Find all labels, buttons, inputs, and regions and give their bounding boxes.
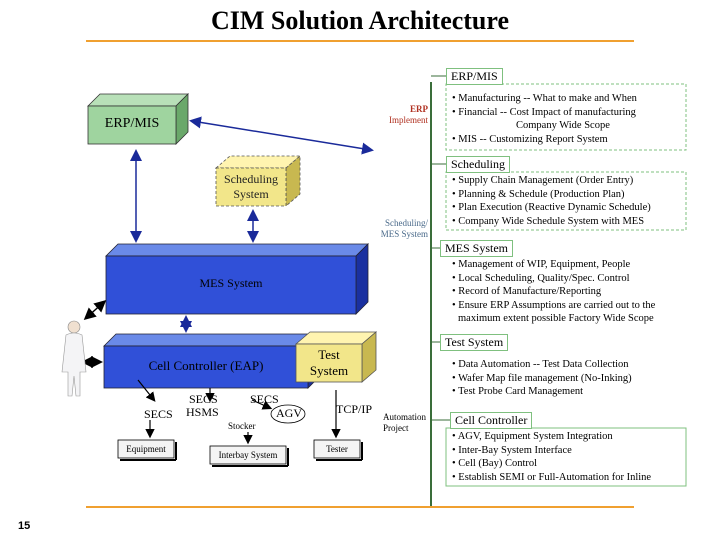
mes-system-label: MES System <box>199 276 263 290</box>
tcp-ip-label: TCP/IP <box>336 402 373 416</box>
page-title: CIM Solution Architecture <box>210 6 510 35</box>
scheduling-mes-label: Scheduling/ MES System <box>380 218 428 239</box>
cell-controller-label: Cell Controller (EAP) <box>148 358 264 373</box>
interbay-box <box>209 445 287 465</box>
title-underline <box>86 40 634 42</box>
section-header-erp: ERP/MIS <box>446 68 503 85</box>
operator-person-icon <box>61 320 87 397</box>
erp-implement-label: ERP Implement <box>389 104 428 125</box>
test-system-label: Test System <box>309 347 349 378</box>
secs-left-label: SECS <box>144 407 173 421</box>
section-bullets-test: • Data Automation -- Test Data Collectio… <box>452 359 632 397</box>
interbay-label: Interbay System <box>218 450 278 460</box>
section-header-scheduling: Scheduling <box>446 156 510 173</box>
mes-system-box <box>105 243 369 315</box>
slide-number: 15 <box>18 520 31 532</box>
section-bullets-erp: • Manufacturing -- What to make and When… <box>452 93 637 145</box>
section-header-cell: Cell Controller <box>450 412 533 429</box>
agv-oval <box>270 404 306 424</box>
erp-mis-box <box>87 93 189 145</box>
test-system-box <box>294 331 378 383</box>
section-header-test: Test System <box>440 334 509 351</box>
section-bullets-cell: • AGV, Equipment System Integration • In… <box>452 431 652 483</box>
section-bullets-scheduling: • Supply Chain Management (Order Entry) … <box>452 175 651 227</box>
scheduling-system-box <box>214 155 302 207</box>
agv-label: AGV <box>276 406 302 420</box>
section-bullets-mes: • Management of WIP, Equipment, People •… <box>452 259 656 324</box>
section-header-mes: MES System <box>440 240 514 257</box>
equipment-label: Equipment <box>126 444 166 454</box>
tester-box <box>313 439 361 459</box>
stocker-label: Stocker <box>228 421 256 431</box>
cell-controller-box <box>103 333 321 389</box>
automation-project-label: Automation Project <box>383 412 426 433</box>
bottom-rule <box>86 506 634 508</box>
equipment-box <box>117 439 175 459</box>
secs-hsms-label: SECS HSMS <box>186 392 219 419</box>
tester-label: Tester <box>326 444 348 454</box>
erp-mis-label: ERP/MIS <box>104 116 160 131</box>
scheduling-system-label: Scheduling System <box>224 172 278 201</box>
secs-right-label: SECS <box>250 392 279 406</box>
timeline-line <box>430 82 432 506</box>
